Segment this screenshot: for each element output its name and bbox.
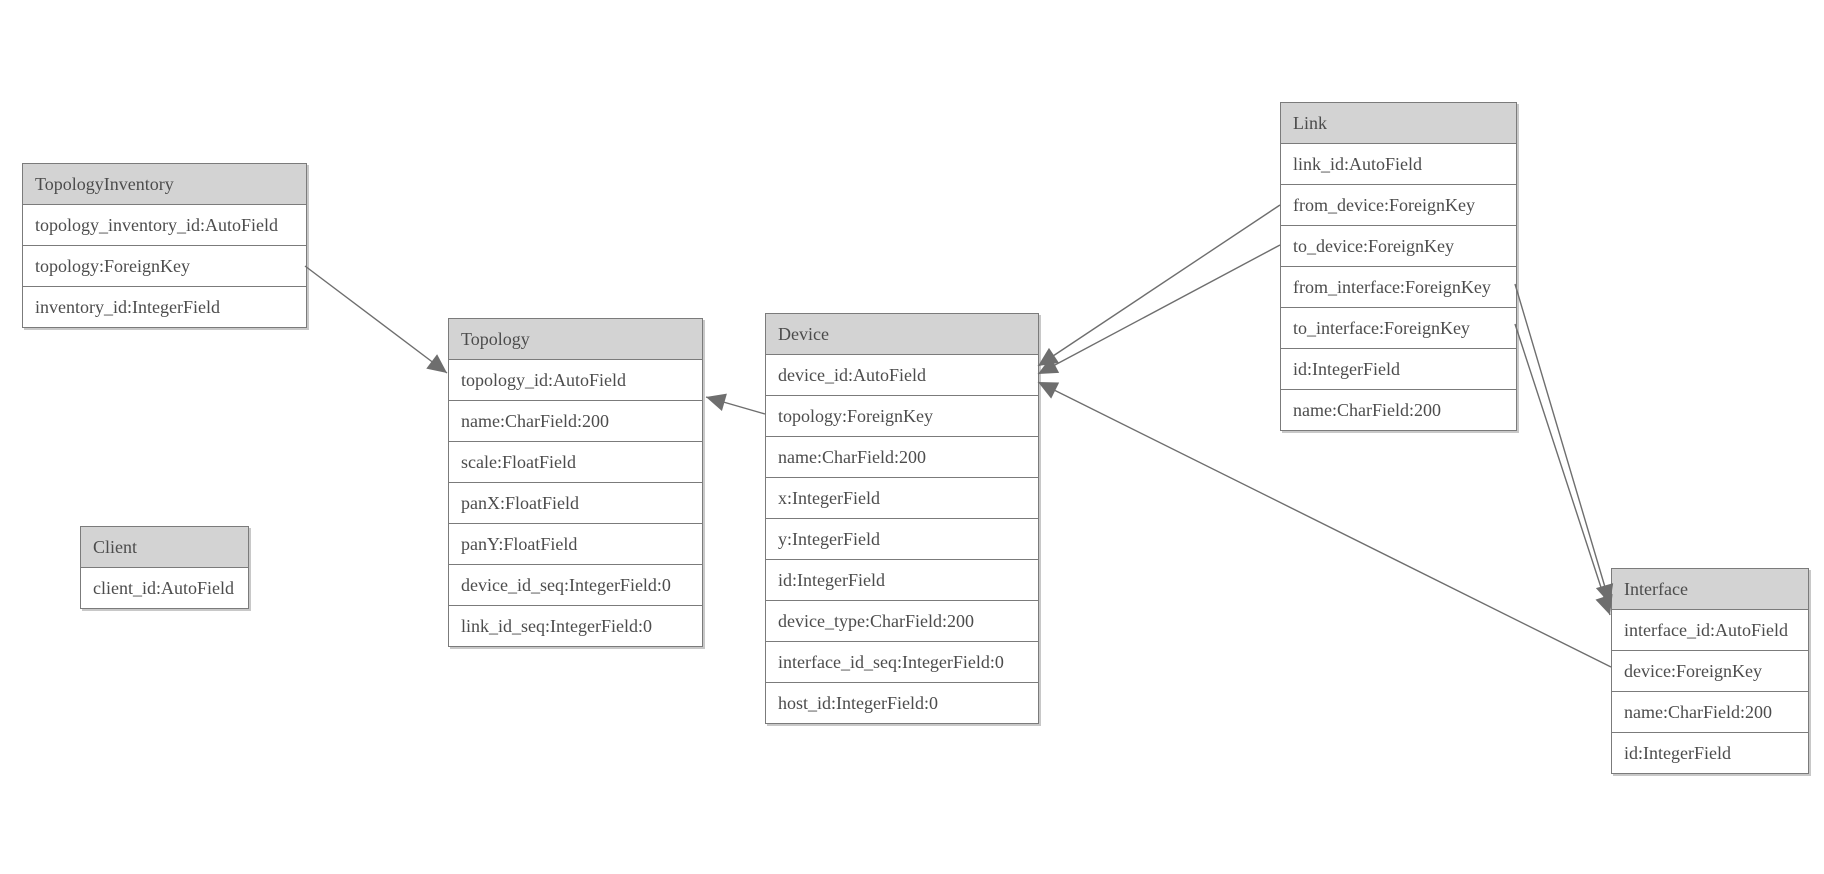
field-row-link-6: name:CharField:200 bbox=[1281, 389, 1516, 430]
field-row-device-2: name:CharField:200 bbox=[766, 436, 1038, 477]
field-row-client-0: client_id:AutoField bbox=[81, 568, 248, 608]
edge-link-from_interface-to-interface bbox=[1514, 283, 1614, 605]
entity-title-topologyinventory: TopologyInventory bbox=[23, 164, 306, 205]
field-row-topology-0: topology_id:AutoField bbox=[449, 360, 702, 400]
entity-title-device: Device bbox=[766, 314, 1038, 355]
field-row-topology-2: scale:FloatField bbox=[449, 441, 702, 482]
field-row-topology-5: device_id_seq:IntegerField:0 bbox=[449, 564, 702, 605]
field-row-interface-1: device:ForeignKey bbox=[1612, 650, 1808, 691]
field-row-interface-0: interface_id:AutoField bbox=[1612, 610, 1808, 650]
field-row-device-3: x:IntegerField bbox=[766, 477, 1038, 518]
entity-title-interface: Interface bbox=[1612, 569, 1808, 610]
field-row-device-1: topology:ForeignKey bbox=[766, 395, 1038, 436]
field-row-interface-2: name:CharField:200 bbox=[1612, 691, 1808, 732]
field-row-link-3: from_interface:ForeignKey bbox=[1281, 266, 1516, 307]
field-row-device-0: device_id:AutoField bbox=[766, 355, 1038, 395]
field-row-device-4: y:IntegerField bbox=[766, 518, 1038, 559]
field-row-topologyinventory-2: inventory_id:IntegerField bbox=[23, 286, 306, 327]
field-row-link-0: link_id:AutoField bbox=[1281, 144, 1516, 184]
field-row-topologyinventory-1: topology:ForeignKey bbox=[23, 245, 306, 286]
field-row-topology-6: link_id_seq:IntegerField:0 bbox=[449, 605, 702, 646]
field-row-topology-4: panY:FloatField bbox=[449, 523, 702, 564]
field-row-device-8: host_id:IntegerField:0 bbox=[766, 682, 1038, 723]
field-row-device-7: interface_id_seq:IntegerField:0 bbox=[766, 641, 1038, 682]
field-row-link-2: to_device:ForeignKey bbox=[1281, 225, 1516, 266]
field-row-topology-1: name:CharField:200 bbox=[449, 400, 702, 441]
field-row-device-6: device_type:CharField:200 bbox=[766, 600, 1038, 641]
edge-device-topology-to-topology bbox=[705, 393, 766, 415]
field-row-link-4: to_interface:ForeignKey bbox=[1281, 307, 1516, 348]
field-row-topology-3: panX:FloatField bbox=[449, 482, 702, 523]
edge-topologyinventory-topology-to-topology bbox=[304, 265, 448, 374]
field-row-topologyinventory-0: topology_inventory_id:AutoField bbox=[23, 205, 306, 245]
edge-link-from_device-to-device bbox=[1037, 204, 1281, 367]
entity-title-link: Link bbox=[1281, 103, 1516, 144]
edge-link-to_device-to-device bbox=[1037, 244, 1281, 375]
edge-link-to_interface-to-interface bbox=[1514, 323, 1613, 616]
entity-title-client: Client bbox=[81, 527, 248, 568]
field-row-interface-3: id:IntegerField bbox=[1612, 732, 1808, 773]
field-row-device-5: id:IntegerField bbox=[766, 559, 1038, 600]
field-row-link-5: id:IntegerField bbox=[1281, 348, 1516, 389]
field-row-link-1: from_device:ForeignKey bbox=[1281, 184, 1516, 225]
entity-title-topology: Topology bbox=[449, 319, 702, 360]
